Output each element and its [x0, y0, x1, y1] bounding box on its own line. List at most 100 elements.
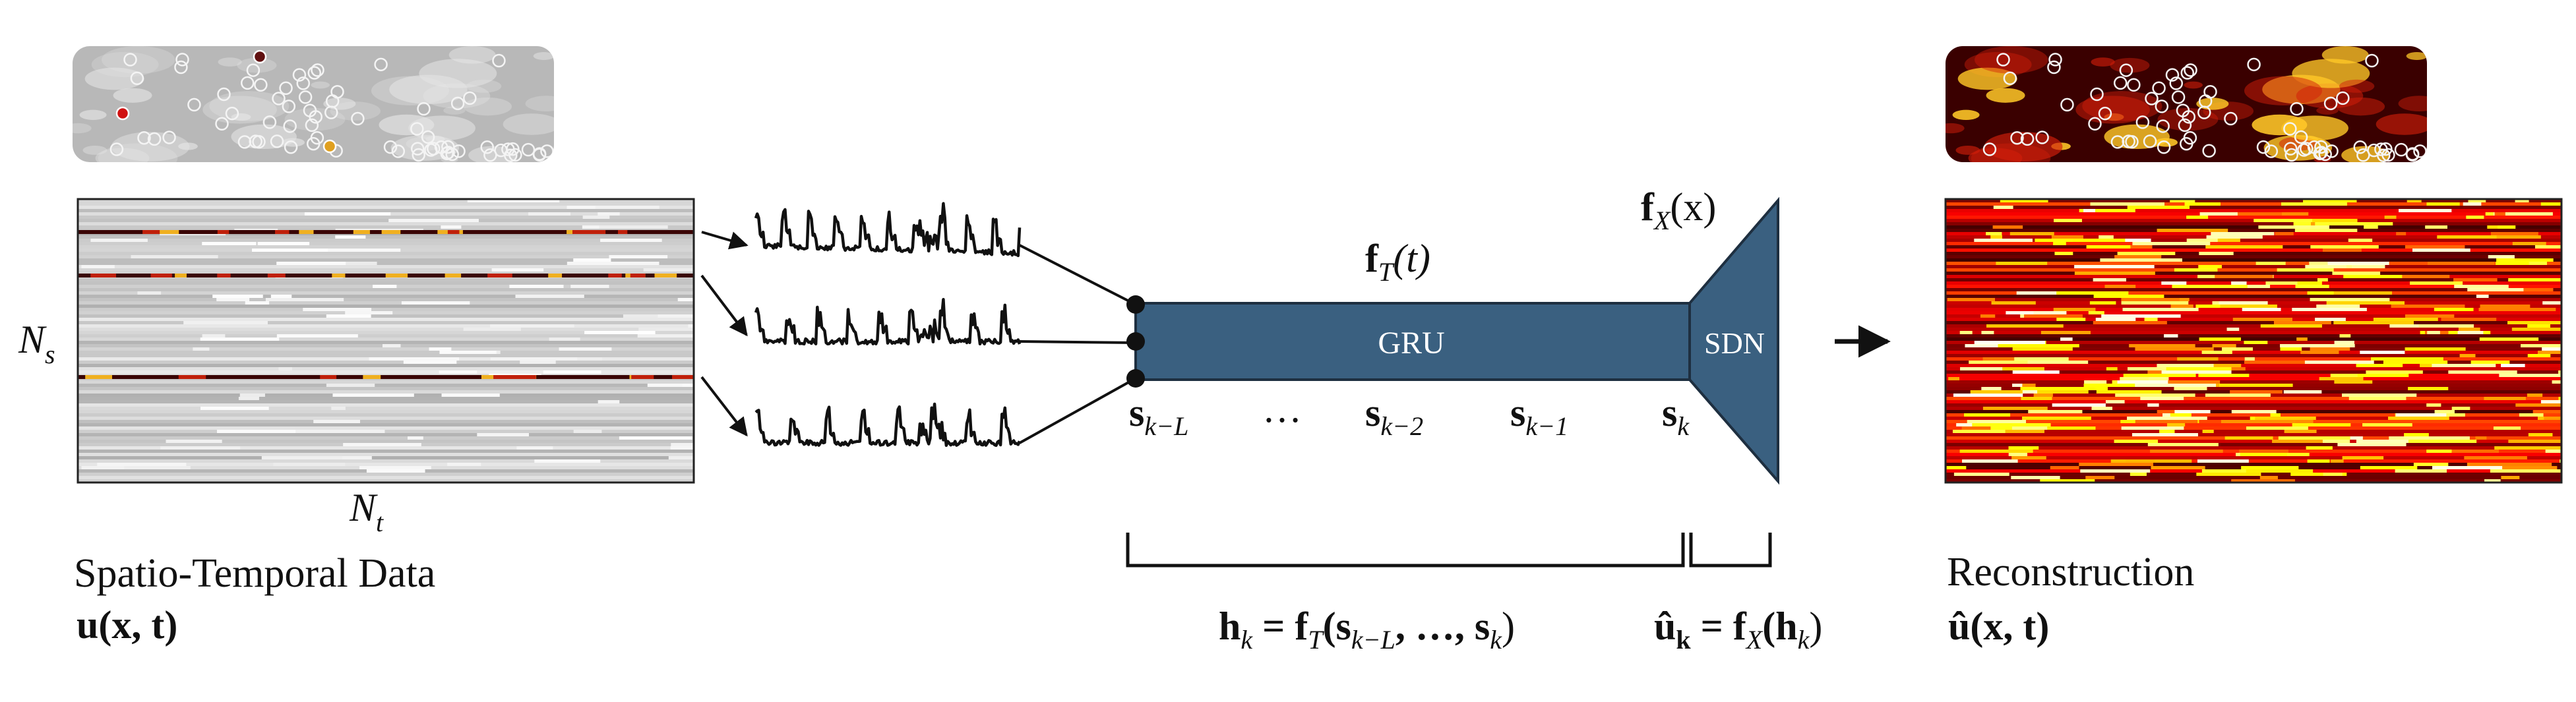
output-matrix-segment — [1993, 206, 2013, 209]
input-neuron-circle — [521, 142, 536, 157]
output-matrix-row — [1946, 311, 2561, 315]
output-matrix-segment — [2434, 410, 2455, 413]
output-matrix-segment — [2316, 305, 2360, 308]
output-matrix-segment — [2012, 347, 2073, 351]
output-map-blob — [1986, 88, 2025, 103]
output-matrix-segment — [2334, 380, 2373, 384]
input-matrix-spike — [548, 274, 563, 278]
input-matrix-segment — [520, 361, 556, 364]
input-matrix-row — [78, 225, 694, 229]
output-neuron-circle — [2336, 91, 2350, 105]
output-matrix-segment — [2093, 278, 2126, 281]
input-matrix-segment — [335, 235, 366, 239]
output-matrix-segment — [2418, 324, 2474, 328]
output-matrix-segment — [2303, 199, 2357, 202]
input-matrix-segment — [528, 212, 570, 216]
output-matrix-row — [1946, 337, 2561, 341]
output-matrix-segment — [2297, 281, 2322, 285]
output-matrix-segment — [1990, 426, 2012, 430]
input-matrix-segment — [570, 285, 609, 288]
output-caption: Reconstruction — [1947, 550, 2194, 595]
output-matrix-segment — [2272, 440, 2323, 443]
output-matrix-row — [1946, 314, 2561, 318]
output-matrix-segment — [2040, 331, 2091, 334]
input-matrix-row — [78, 417, 694, 421]
output-matrix-row — [1946, 262, 2561, 266]
output-matrix-segment — [2011, 476, 2060, 479]
input-matrix-row — [78, 453, 694, 457]
output-matrix-segment — [2275, 232, 2294, 235]
output-matrix-segment — [2147, 403, 2159, 407]
input-matrix-segment — [216, 298, 250, 301]
output-matrix-segment — [2295, 285, 2329, 288]
output-neuron-circle — [2294, 130, 2308, 144]
output-map-blob — [1946, 123, 1965, 134]
input-matrix-segment — [509, 285, 564, 288]
output-matrix-row — [1946, 252, 2561, 256]
input-matrix-segment — [403, 361, 457, 364]
output-matrix-segment — [2496, 262, 2529, 265]
output-matrix-segment — [2101, 314, 2181, 318]
output-neuron-circle — [2155, 100, 2169, 113]
output-matrix-segment — [2215, 305, 2277, 308]
output-map-blob — [2281, 115, 2348, 141]
output-matrix-segment — [2242, 308, 2281, 311]
output-matrix-segment — [2240, 453, 2288, 456]
output-matrix-segment — [2028, 410, 2083, 413]
output-matrix-row — [1946, 387, 2561, 391]
input-matrix-segment — [265, 298, 344, 301]
output-matrix-segment — [2117, 252, 2176, 255]
output-matrix-segment — [2507, 321, 2561, 324]
output-matrix-segment — [2199, 252, 2234, 255]
ft-label: fT(t) — [1365, 237, 1430, 287]
input-matrix-segment — [441, 394, 500, 397]
output-matrix-segment — [2011, 456, 2046, 459]
output-matrix-segment — [2085, 476, 2115, 479]
output-map-blob — [2104, 124, 2170, 149]
output-matrix-row — [1946, 377, 2561, 381]
output-matrix-segment — [2515, 199, 2529, 202]
output-neuron-circle — [2060, 98, 2074, 112]
output-matrix-segment — [2307, 459, 2330, 463]
output-matrix-row — [1946, 423, 2561, 427]
gru-label: GRU — [1378, 326, 1444, 361]
input-matrix-segment — [373, 285, 397, 288]
gru-input-node-1 — [1126, 295, 1145, 314]
output-matrix-segment — [2131, 433, 2198, 436]
output-neuron-circle — [2377, 148, 2391, 162]
output-matrix-segment — [2451, 450, 2499, 453]
input-map-blob — [371, 76, 450, 105]
output-matrix-row — [1946, 380, 2561, 384]
output-matrix-segment — [2020, 387, 2095, 390]
sensor-traces — [754, 202, 1022, 448]
input-map-blob — [503, 113, 554, 135]
output-matrix-segment — [2348, 239, 2373, 242]
output-matrix-segment — [2186, 216, 2209, 219]
output-matrix-segment — [2425, 225, 2447, 229]
output-matrix-segment — [2542, 301, 2561, 305]
input-matrix-row — [78, 463, 694, 467]
input-matrix-segment — [202, 334, 226, 337]
sensor-trace-2 — [754, 298, 1022, 346]
output-matrix-segment — [2051, 235, 2083, 239]
output-neuron-circle — [2365, 53, 2379, 68]
output-neuron-circle — [2135, 115, 2150, 129]
output-matrix-segment — [1991, 301, 2036, 305]
output-neuron-circle — [2290, 102, 2304, 116]
output-matrix-segment — [2387, 417, 2449, 420]
input-neuron-circle — [383, 140, 398, 154]
output-matrix-segment — [2170, 413, 2192, 417]
output-map-blob — [2406, 52, 2427, 61]
output-matrix-segment — [2201, 351, 2232, 354]
input-matrix-spike — [217, 230, 230, 234]
output-matrix-segment — [2008, 453, 2028, 456]
output-matrix-segment — [2135, 420, 2198, 423]
input-matrix-row — [78, 403, 694, 407]
input-map-blob — [525, 96, 554, 111]
output-map-blob — [2091, 57, 2115, 67]
output-matrix-segment — [2149, 377, 2169, 380]
output-matrix-segment — [2244, 361, 2305, 364]
output-neuron-circle — [2178, 118, 2192, 132]
input-matrix-segment — [388, 219, 479, 222]
output-data-matrix-border — [1944, 198, 2563, 484]
